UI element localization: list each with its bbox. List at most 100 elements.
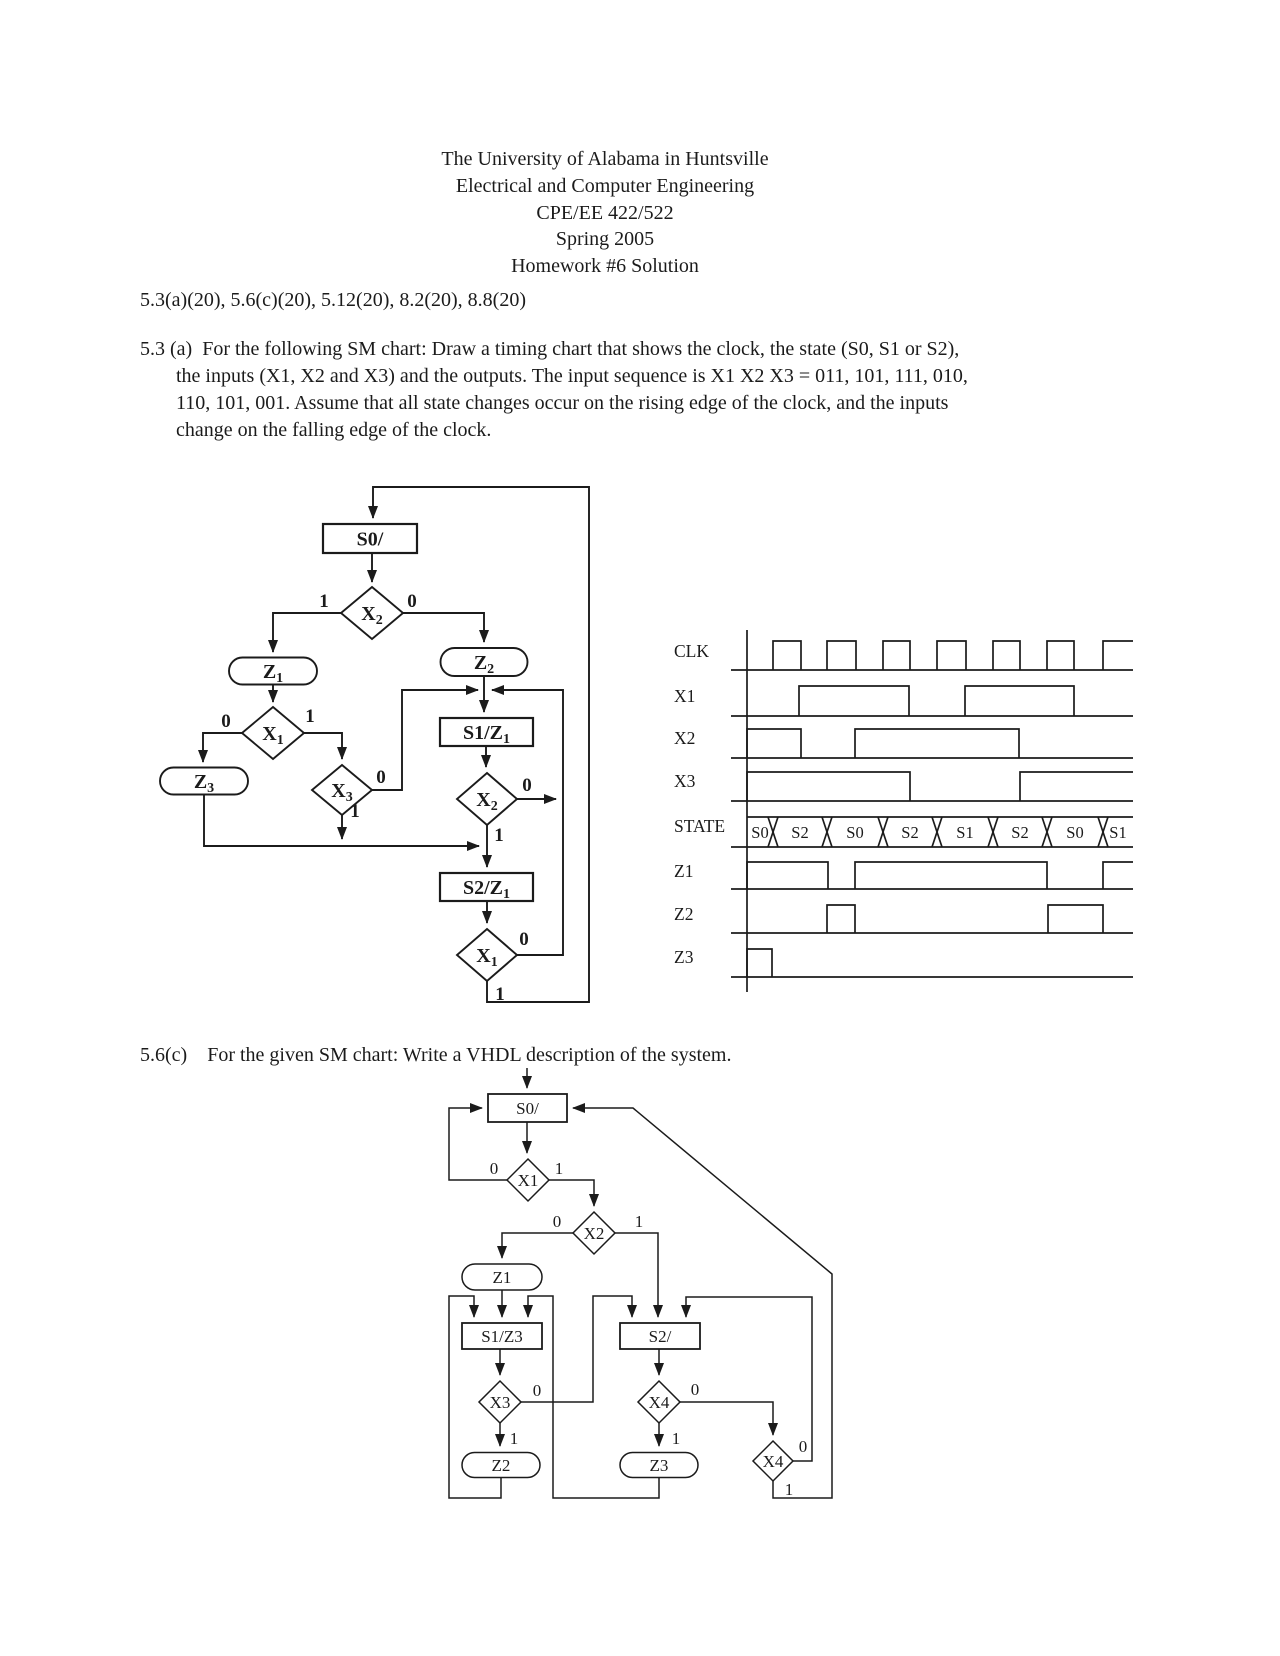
chart2-decision-x4-b-label: X4 bbox=[763, 1452, 784, 1471]
chart2-edge-2 bbox=[448, 1103, 507, 1181]
chart2-decision-x1-label: X1 bbox=[518, 1171, 539, 1190]
timing-state-cross-1b bbox=[821, 816, 833, 848]
timing-state-value-5: S2 bbox=[1011, 823, 1028, 842]
timing-pulse-z3-0 bbox=[746, 948, 773, 977]
chart2-state-s2-label: S2/ bbox=[649, 1327, 672, 1346]
chart1-branch-label-9: 1 bbox=[495, 984, 505, 1005]
timing-label-z1: Z1 bbox=[674, 861, 693, 881]
timing-state-value-7: S1 bbox=[1109, 823, 1126, 842]
timing-pulse-x1-0 bbox=[798, 685, 910, 716]
chart1-state-s1-shape bbox=[438, 716, 535, 748]
chart1-decision-x1-a-shape bbox=[240, 705, 306, 761]
timing-label-clk: CLK bbox=[674, 641, 709, 661]
chart2-branch-label-1: 1 bbox=[555, 1159, 564, 1178]
chart2-decision-x4-a-shape bbox=[636, 1379, 682, 1425]
chart1-output-z3-shape bbox=[159, 766, 249, 796]
chart2-output-z2-shape bbox=[461, 1451, 541, 1479]
chart1-branch-label-6: 0 bbox=[522, 775, 532, 796]
chart1-decision-x2-b-shape bbox=[455, 771, 519, 827]
chart1-output-z1-label: Z1 bbox=[263, 661, 283, 686]
timing-state-value-4: S1 bbox=[956, 823, 973, 842]
chart2-edge-8 bbox=[523, 1295, 660, 1499]
timing-state-cross-0b bbox=[767, 816, 779, 848]
timing-pulse-x2-1 bbox=[854, 728, 1020, 758]
chart1-decision-x1-b-label: X1 bbox=[476, 945, 497, 970]
chart1-edge-6 bbox=[372, 685, 479, 791]
timing-label-x3: X3 bbox=[674, 771, 696, 791]
header-line-title: Homework #6 Solution bbox=[511, 255, 699, 278]
chart1-decision-x3-label: X3 bbox=[331, 780, 352, 805]
timing-state-cross-5b bbox=[1041, 816, 1053, 848]
chart2-output-z3-shape bbox=[619, 1451, 699, 1479]
timing-state-value-2: S0 bbox=[846, 823, 863, 842]
chart2-decision-x4-b-shape bbox=[751, 1439, 795, 1483]
problem-5-3-line-4: change on the falling edge of the clock. bbox=[176, 419, 492, 441]
timing-pulse-clk-6 bbox=[1102, 640, 1133, 670]
chart2-state-s2-shape bbox=[619, 1322, 701, 1350]
chart1-edge-4 bbox=[198, 732, 242, 763]
chart2-edge-16 bbox=[572, 1103, 833, 1499]
chart1-state-s0-label: S0/ bbox=[357, 528, 384, 550]
chart1-branch-label-7: 1 bbox=[494, 825, 504, 846]
timing-state-value-3: S2 bbox=[901, 823, 918, 842]
chart1-branch-label-8: 0 bbox=[519, 929, 529, 950]
chart2-decision-x1-shape bbox=[505, 1157, 551, 1203]
chart2-branch-label-7: 1 bbox=[672, 1429, 681, 1448]
timing-state-value-0: S0 bbox=[751, 823, 768, 842]
chart2-branch-label-9: 1 bbox=[785, 1480, 794, 1499]
timing-pulse-z1-1 bbox=[854, 861, 1048, 889]
chart1-state-s2-label: S2/Z1 bbox=[463, 877, 510, 902]
chart1-output-z2-label: Z2 bbox=[474, 652, 494, 677]
chart2-edge-13 bbox=[680, 1401, 778, 1436]
chart1-decision-x1-b-shape bbox=[455, 927, 519, 983]
chart1-decision-x3-shape bbox=[310, 763, 374, 817]
chart1-state-s1-label: S1/Z1 bbox=[463, 722, 510, 747]
chart1-edge-1 bbox=[268, 612, 341, 653]
chart2-branch-label-6: 0 bbox=[691, 1380, 700, 1399]
problem-5-3-line-2: the inputs (X1, X2 and X3) and the outpu… bbox=[176, 365, 968, 387]
problem-5-3-line-3: 110, 101, 001. Assume that all state cha… bbox=[176, 392, 949, 414]
timing-pulse-x1-1 bbox=[964, 685, 1075, 716]
timing-pulse-z2-0 bbox=[826, 904, 856, 933]
timing-pulse-z2-1 bbox=[1047, 904, 1104, 933]
timing-label-x2: X2 bbox=[674, 728, 695, 748]
chart2-output-z1-shape bbox=[461, 1263, 543, 1291]
chart1-branch-label-1: 0 bbox=[407, 591, 417, 612]
chart1-state-s2-shape bbox=[438, 871, 535, 903]
timing-pulse-x2-0 bbox=[746, 728, 802, 758]
chart2-output-z1-label: Z1 bbox=[493, 1268, 512, 1287]
timing-pulse-clk-5 bbox=[1046, 640, 1075, 670]
chart1-state-s0-shape bbox=[321, 522, 419, 555]
chart2-edge-7 bbox=[448, 1295, 502, 1499]
timing-state-cross-6b bbox=[1097, 816, 1109, 848]
timing-pulse-clk-2 bbox=[882, 640, 911, 670]
timing-pulse-x3-0 bbox=[746, 771, 911, 801]
problem-list: 5.3(a)(20), 5.6(c)(20), 5.12(20), 8.2(20… bbox=[140, 289, 526, 311]
chart1-decision-x2-b-label: X2 bbox=[476, 789, 497, 814]
chart2-edge-3 bbox=[549, 1179, 599, 1207]
problem-5-6-line: 5.6(c) For the given SM chart: Write a V… bbox=[140, 1044, 732, 1066]
chart2-decision-x4-a-label: X4 bbox=[649, 1393, 670, 1412]
chart1-edge-12 bbox=[491, 685, 564, 956]
chart2-branch-label-8: 0 bbox=[799, 1437, 808, 1456]
timing-state-value-1: S2 bbox=[791, 823, 808, 842]
header-line-university: The University of Alabama in Huntsville bbox=[441, 148, 769, 170]
timing-pulse-x3-1 bbox=[1019, 771, 1133, 801]
chart2-edge-5 bbox=[615, 1232, 663, 1318]
chart1-branch-label-4: 0 bbox=[376, 767, 386, 788]
timing-state-cross-2b bbox=[877, 816, 889, 848]
chart2-decision-x3-shape bbox=[477, 1379, 523, 1425]
timing-label-z2: Z2 bbox=[674, 904, 693, 924]
timing-state-value-6: S0 bbox=[1066, 823, 1083, 842]
chart2-state-s0-label: S0/ bbox=[516, 1099, 539, 1118]
chart2-branch-label-3: 1 bbox=[635, 1212, 644, 1231]
chart1-branch-label-3: 1 bbox=[305, 706, 315, 727]
chart2-output-z2-label: Z2 bbox=[492, 1456, 511, 1475]
chart1-edge-9 bbox=[203, 795, 480, 851]
chart1-output-z1-shape bbox=[228, 656, 318, 686]
